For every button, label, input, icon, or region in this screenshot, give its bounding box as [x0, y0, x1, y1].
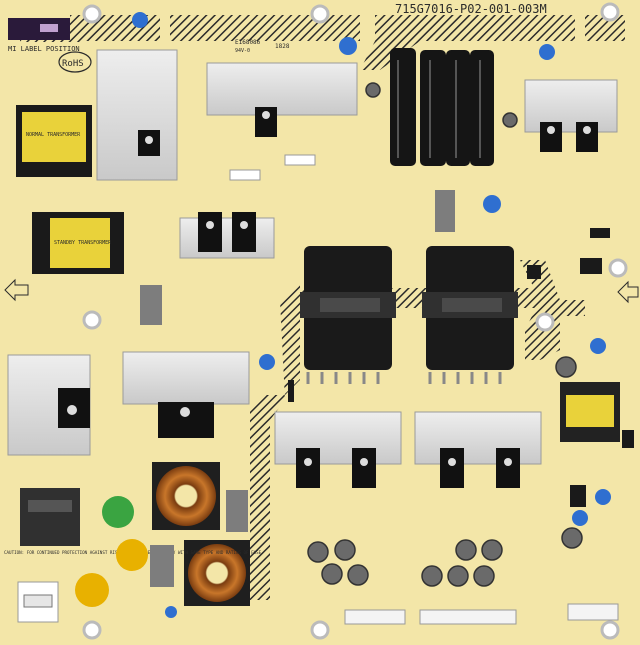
main-transformers: [300, 246, 518, 384]
svg-text:STANDBY TRANSFORMER: STANDBY TRANSFORMER: [54, 240, 112, 246]
output-capacitors: [307, 82, 583, 587]
relay-fuse: [17, 488, 80, 623]
small-components: [229, 154, 634, 507]
rohs-text: RoHS: [62, 59, 84, 69]
mi-label-bar: [8, 18, 70, 40]
ceramic-capacitors: [75, 12, 611, 618]
toroidal-chokes: [152, 462, 250, 606]
aux-transformer: [560, 382, 620, 442]
cert-small: 94V-0: [235, 48, 250, 54]
film-capacitors: [140, 190, 455, 587]
bulk-capacitors: [390, 48, 494, 166]
cert-code: E168086: [235, 39, 261, 46]
power-transistors: [58, 107, 598, 488]
standby-transformers: NORMAL TRANSFORMER STANDBY TRANSFORMER: [16, 105, 124, 274]
rohs-badge: [58, 51, 92, 73]
part-number: 715G7016-P02-001-003M: [395, 2, 547, 16]
date-code: 1828: [275, 43, 290, 50]
mi-label-text: MI LABEL POSITION: [8, 45, 80, 53]
edge-arrows: [4, 278, 639, 304]
output-connectors: [344, 603, 619, 625]
svg-text:NORMAL TRANSFORMER: NORMAL TRANSFORMER: [26, 132, 81, 138]
